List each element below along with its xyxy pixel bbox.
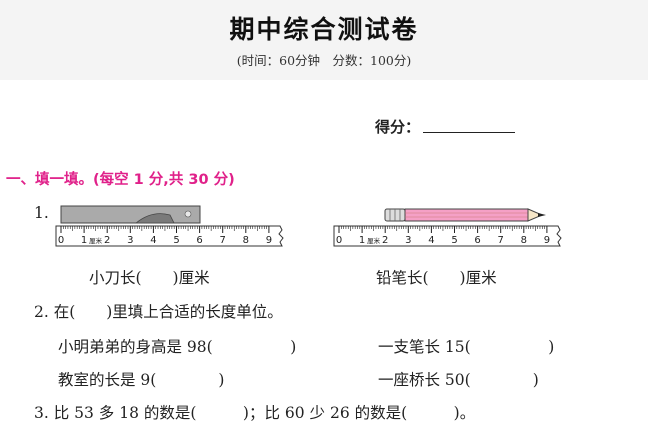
knife-ruler-figure: 0 1 2 3 4 5 6 7 8 9 厘米 bbox=[55, 205, 284, 247]
pencil-ruler-figure: 0 1 2 3 4 5 6 7 8 9 厘米 bbox=[333, 208, 562, 247]
question-2-item-d: 一座桥长 50( ) bbox=[378, 371, 539, 389]
ruler-tick-label: 8 bbox=[521, 235, 527, 246]
ruler-tick-label: 9 bbox=[544, 235, 550, 246]
ruler-tick-label: 1 bbox=[359, 235, 365, 246]
question-2-stem: 2. 在( )里填上合适的长度单位。 bbox=[34, 303, 283, 321]
pencil-length-question: 铅笔长( )厘米 bbox=[376, 269, 497, 287]
ruler-tick-label: 0 bbox=[58, 235, 64, 246]
ruler-left: 0 1 2 3 4 5 6 7 8 9 厘米 bbox=[55, 225, 284, 247]
ruler-tick-label: 5 bbox=[173, 235, 179, 246]
ruler-tick-label: 5 bbox=[451, 235, 457, 246]
ruler-unit-label: 厘米 bbox=[367, 236, 381, 245]
ruler-right: 0 1 2 3 4 5 6 7 8 9 厘米 bbox=[333, 225, 562, 247]
ruler-tick-label: 2 bbox=[382, 235, 388, 246]
ruler-tick-label: 0 bbox=[336, 235, 342, 246]
question-2-item-a: 小明弟弟的身高是 98( ) bbox=[58, 338, 297, 356]
ruler-tick-label: 2 bbox=[104, 235, 110, 246]
ruler-tick-label: 6 bbox=[196, 235, 202, 246]
knife-icon bbox=[60, 205, 201, 224]
section-title: 一、填一填。(每空 1 分,共 30 分) bbox=[6, 172, 235, 188]
ruler-tick-label: 1 bbox=[81, 235, 87, 246]
question-1-number: 1. bbox=[34, 204, 49, 222]
pencil-icon bbox=[384, 208, 546, 222]
ruler-tick-label: 9 bbox=[266, 235, 272, 246]
ruler-tick-label: 8 bbox=[243, 235, 249, 246]
ruler-tick-label: 3 bbox=[405, 235, 411, 246]
score-blank[interactable] bbox=[423, 132, 515, 133]
ruler-tick-label: 4 bbox=[428, 235, 434, 246]
ruler-tick-label: 6 bbox=[474, 235, 480, 246]
ruler-tick-label: 3 bbox=[127, 235, 133, 246]
question-2-item-b: 一支笔长 15( ) bbox=[378, 338, 555, 356]
ruler-tick-label: 4 bbox=[150, 235, 156, 246]
header-band bbox=[0, 0, 648, 80]
page-subtitle: (时间：60分钟 分数：100分) bbox=[236, 53, 412, 68]
ruler-tick-label: 7 bbox=[498, 235, 504, 246]
question-2-item-c: 教室的长是 9( ) bbox=[58, 371, 225, 389]
question-3: 3. 比 53 多 18 的数是( )；比 60 少 26 的数是( )。 bbox=[34, 404, 476, 422]
page-title: 期中综合测试卷 bbox=[229, 15, 419, 44]
score-label: 得分： bbox=[375, 118, 421, 136]
knife-length-question: 小刀长( )厘米 bbox=[89, 269, 210, 287]
ruler-tick-label: 7 bbox=[220, 235, 226, 246]
ruler-unit-label: 厘米 bbox=[89, 236, 103, 245]
